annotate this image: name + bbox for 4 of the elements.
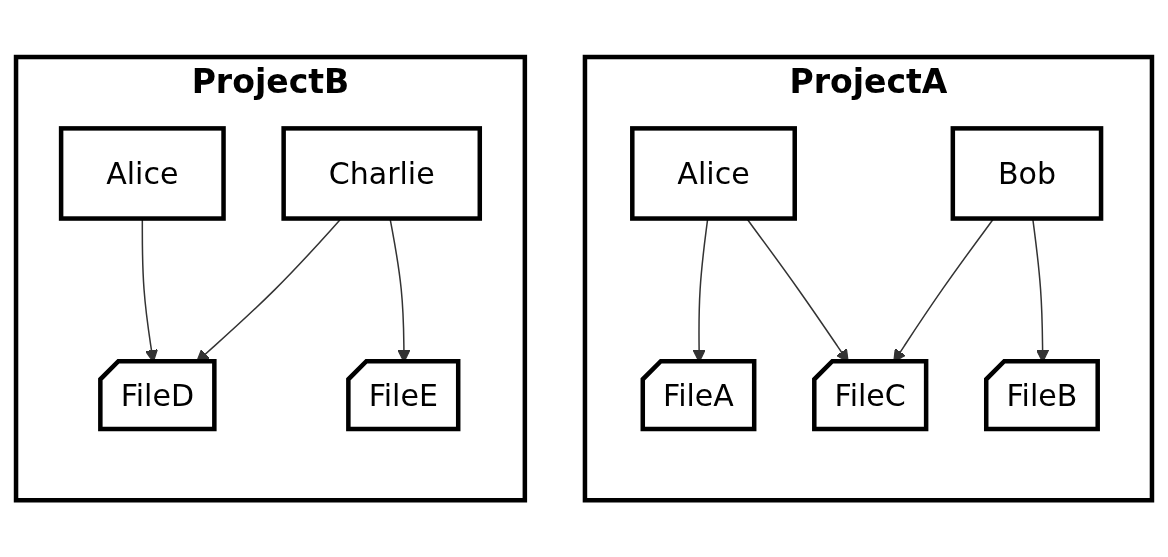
- node-box: Alice: [630, 126, 797, 221]
- node-box: Charlie: [281, 126, 483, 221]
- node-box: Bob: [950, 126, 1104, 221]
- node-box: Alice: [58, 126, 226, 221]
